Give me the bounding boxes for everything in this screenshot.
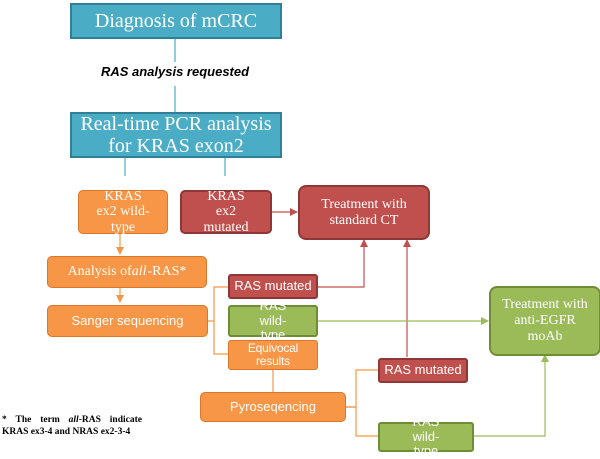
ras-mutated-box-2: RAS mutated (378, 358, 468, 383)
footnote-text-pre: * The term (2, 415, 69, 425)
blue-connectors (124, 39, 226, 176)
treatment-egfr-box: Treatment with anti-EGFR moAb (489, 286, 600, 356)
footnote: * The term all-RAS indicate KRAS ex3-4 a… (2, 415, 142, 439)
realtime-pcr-box: Real-time PCR analysis for KRAS exon2 (70, 112, 282, 158)
allras-text-post: -RAS* (147, 264, 187, 280)
kras-wildtype-box: KRAS ex2 wild-type (78, 189, 168, 235)
treatment-ct-box: Treatment with standard CT (298, 185, 430, 240)
kras-mutated-box: KRAS ex2 mutated (180, 189, 272, 235)
green-connectors (318, 317, 549, 437)
ras-wildtype-box-2: RAS wild-type (378, 414, 474, 458)
allras-text-italic: all (131, 264, 147, 280)
allras-text-pre: Analysis of (67, 264, 132, 280)
diagnosis-box: Diagnosis of mCRC (70, 3, 282, 39)
footnote-text-post: -RAS indicate KRAS ex3-4 and NRAS ex2-3-… (2, 415, 142, 437)
sanger-box: Sanger sequencing (47, 305, 208, 337)
allras-analysis-box: Analysis of all-RAS* (47, 256, 207, 288)
orange-connectors (116, 234, 378, 437)
footnote-text-italic: all (68, 415, 79, 425)
ras-wildtype-box-1: RAS wild-type (228, 298, 318, 342)
red-connectors (272, 208, 411, 357)
ras-analysis-requested-label: RAS analysis requested (100, 64, 250, 79)
ras-mutated-box-1: RAS mutated (228, 274, 318, 299)
pyroseqencing-box: Pyroseqencing (200, 392, 346, 422)
equivocal-box: Equivocal results (228, 340, 318, 370)
